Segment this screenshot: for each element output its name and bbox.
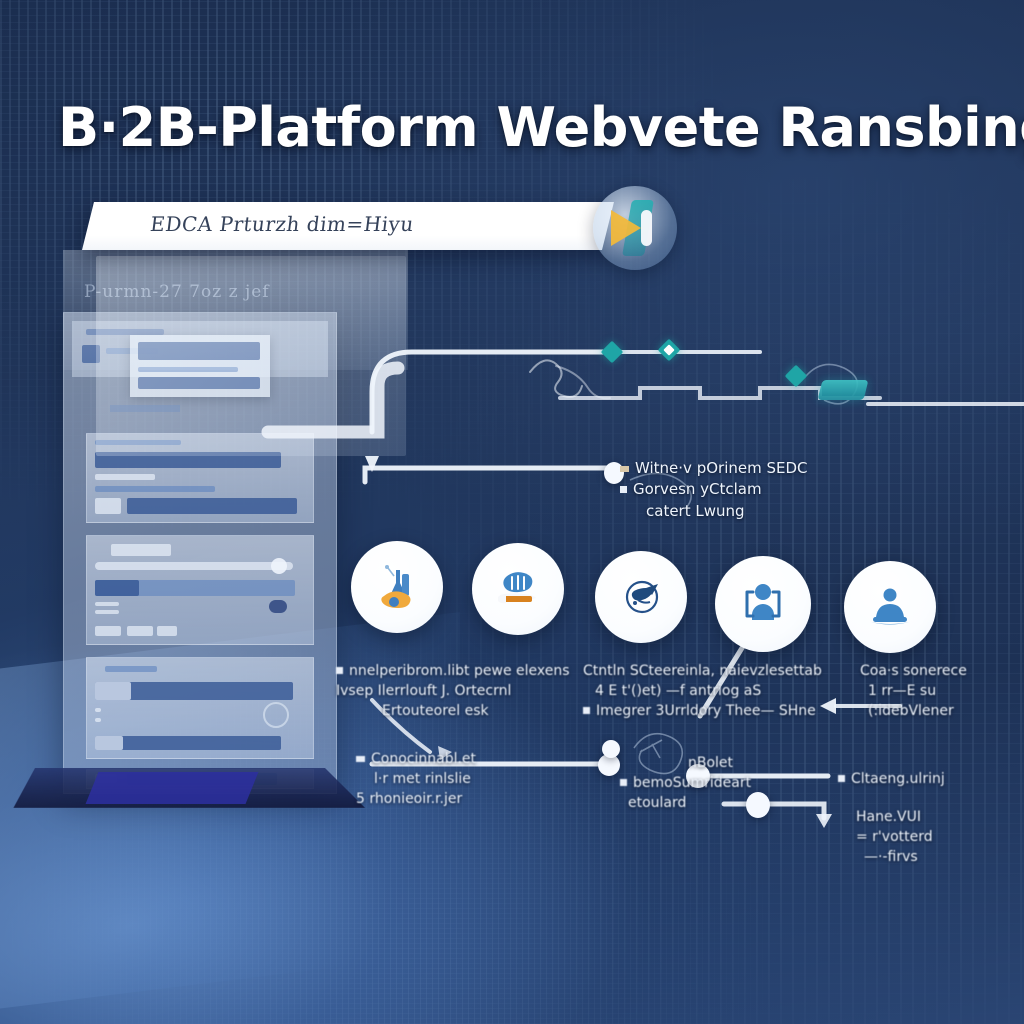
bullet-icon <box>620 778 627 786</box>
flow-node-dot-topright <box>604 462 624 484</box>
hand-tool-icon-glyph <box>498 572 536 604</box>
dashboard-row[interactable] <box>86 433 314 523</box>
presenter-icon[interactable] <box>844 561 936 653</box>
dashboard-glass-overlay-upper <box>63 250 408 370</box>
page-title: B·2B-Platform Webvete Ransbing <box>58 96 1024 159</box>
diamond-node-3 <box>784 364 808 388</box>
annotation-bottom-right: Cltaeng.ulrinj Hane.VUI = r'votterd —·-f… <box>838 770 945 868</box>
flow-node-dot-bottommid <box>686 764 710 788</box>
bullet-icon <box>838 775 845 782</box>
megaphone-icon <box>593 186 677 270</box>
users-group-icon[interactable] <box>715 556 811 652</box>
bullet-icon <box>336 667 343 674</box>
annotation-icons-right: Coa·s sonerece 1 rr—E su (:idebVlener <box>860 663 967 719</box>
flow-node-dot-bottomright <box>746 792 770 818</box>
subtitle-banner-text: EDCA Prturzh dim=Hiyu <box>148 212 416 236</box>
annotation-icons-mid: Ctntln SCteereinla, naievzlesettab 4 E t… <box>583 663 822 719</box>
dashboard-nav-icon <box>82 345 100 363</box>
bullet-icon <box>620 466 629 472</box>
megaphone-icon-handle <box>641 210 652 246</box>
bullet-icon <box>583 706 590 714</box>
diamond-node-2 <box>657 338 681 362</box>
dashboard-glass-overlay <box>96 256 406 456</box>
hand-tool-icon[interactable] <box>472 543 564 635</box>
flow-node-dot-bottomleft <box>598 754 620 776</box>
dashboard-caption: P-urmn-27 7oz z jef <box>84 282 364 302</box>
dashboard-window-title-bar <box>86 329 164 335</box>
presenter-icon-glyph <box>871 588 909 625</box>
globe-rocket-icon-glyph <box>625 580 659 614</box>
annotation-icons-left: nnelperibrom.libt pewe elexens Ivsep Ile… <box>336 663 570 719</box>
dashboard-popup <box>130 335 270 397</box>
diamond-node-1 <box>600 340 624 364</box>
bullet-icon <box>620 486 627 494</box>
dashboard-row[interactable] <box>86 535 314 645</box>
flow-node-dot-small <box>602 740 620 758</box>
users-group-icon-glyph <box>745 584 781 620</box>
dashboard-plinth-highlight <box>85 772 259 804</box>
annotation-bottom-left: Conocinnabl.et l·r met rinlslie 5 rhonie… <box>356 751 477 807</box>
lab-flask-icon[interactable] <box>351 541 443 633</box>
dashboard-row[interactable] <box>86 657 314 759</box>
globe-rocket-icon[interactable] <box>595 551 687 643</box>
annotation-bottom-mid: nBolet bemoSumrideart etoulard <box>620 754 751 814</box>
annotation-top-right: Witne·v pOrinem SEDC Gorvesn yCtclam cat… <box>620 458 808 522</box>
megaphone-icon-cone <box>611 210 641 246</box>
bullet-icon <box>356 756 365 762</box>
teal-chip-node <box>817 380 869 400</box>
lab-flask-icon-glyph <box>381 565 411 608</box>
dashboard-section-label <box>110 405 180 412</box>
